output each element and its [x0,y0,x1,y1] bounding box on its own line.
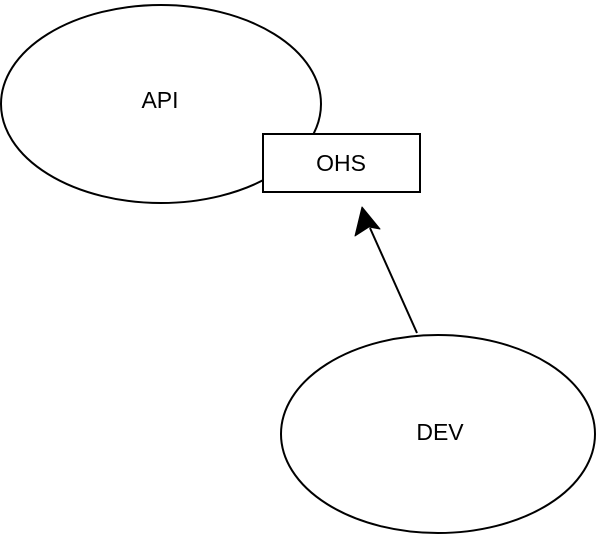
ohs-rectangle-shape[interactable] [262,133,421,193]
dev-ellipse-shape[interactable] [280,334,596,534]
api-node-label: API [141,87,178,113]
node-ohs[interactable]: OHS [262,133,421,193]
node-api[interactable]: API [0,4,322,204]
dev-node-label: DEV [416,419,464,445]
arrowhead-icon [354,206,381,237]
edge-dev-to-ohs[interactable] [354,206,418,334]
ohs-node-label: OHS [316,150,366,176]
node-dev[interactable]: DEV [280,334,596,534]
api-ellipse-shape[interactable] [0,4,322,204]
edge-line[interactable] [369,227,418,334]
